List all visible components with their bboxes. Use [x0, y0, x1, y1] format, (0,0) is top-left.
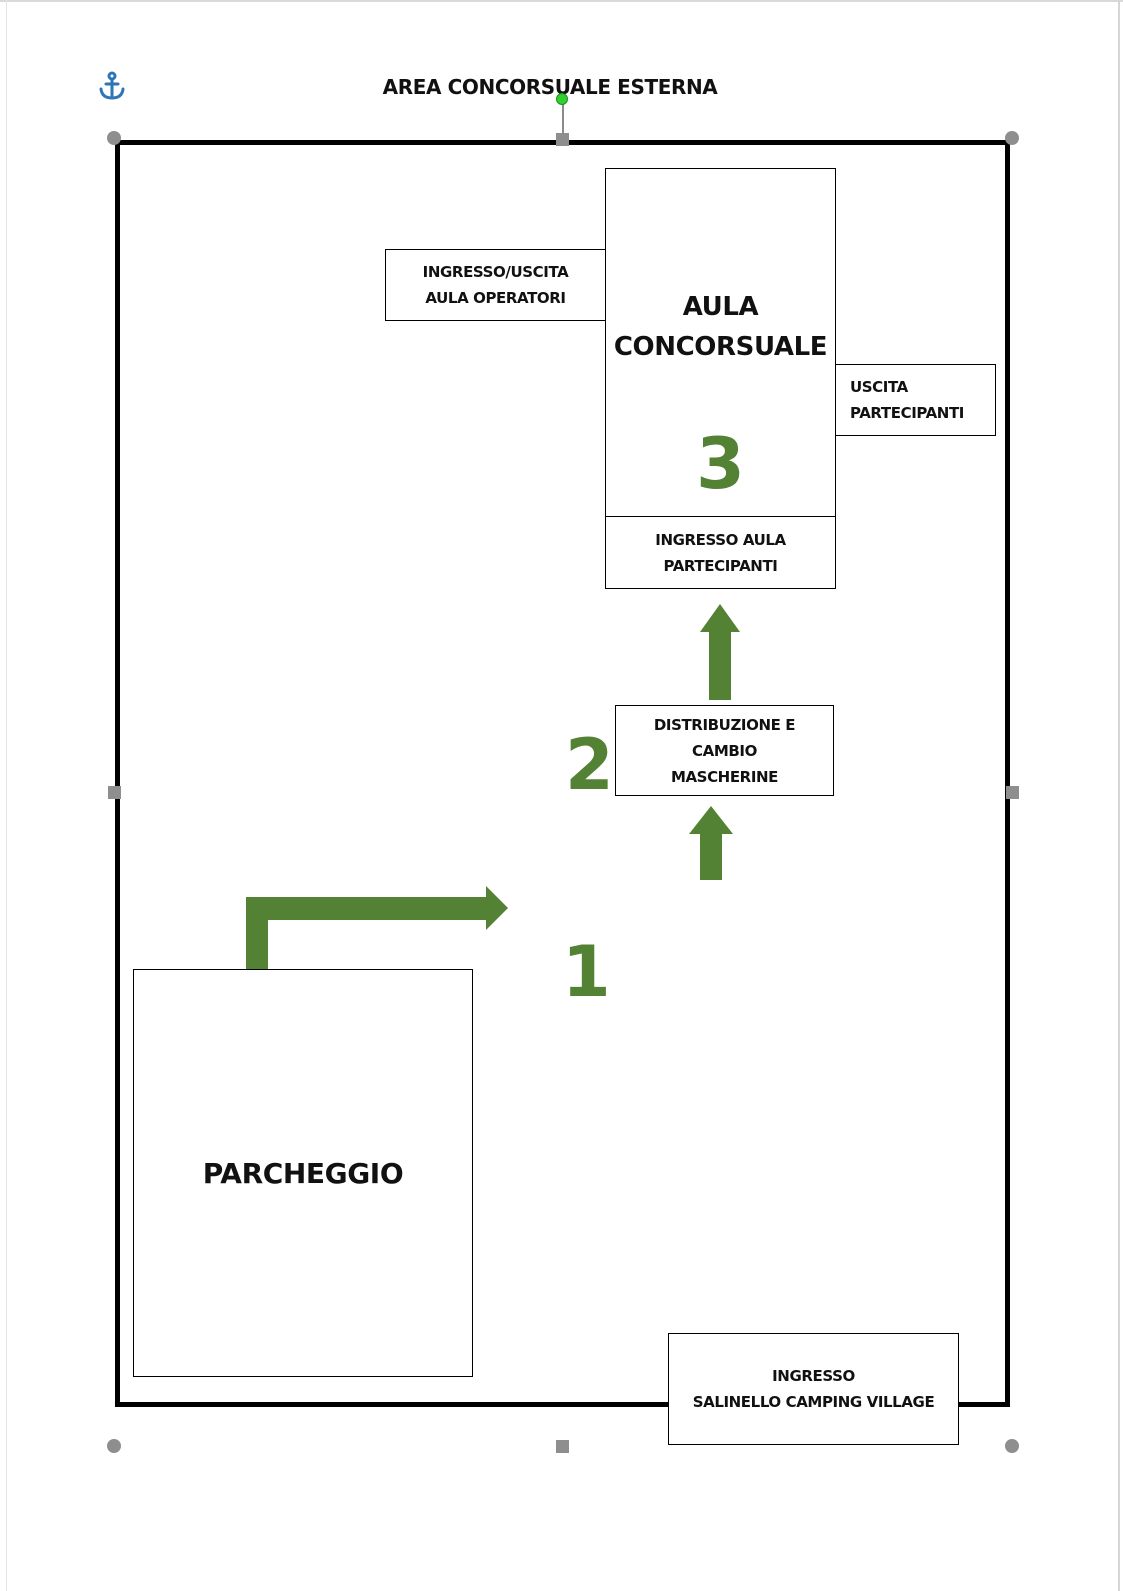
step-2-number: 2 [565, 724, 614, 806]
arrow-up-to-aula [700, 604, 740, 700]
page-right-edge [1118, 0, 1120, 1591]
resize-handle-top-left[interactable] [107, 131, 121, 145]
rotate-handle-stem [562, 102, 564, 140]
rotate-handle[interactable] [556, 93, 568, 105]
anchor-icon[interactable] [96, 70, 128, 102]
resize-handle-right[interactable] [1006, 786, 1019, 799]
resize-handle-top[interactable] [556, 133, 569, 146]
bent-arrow-parking-exit [246, 886, 508, 969]
distribuzione-mascherine-box[interactable]: DISTRIBUZIONE E CAMBIO MASCHERINE [615, 705, 834, 796]
ingresso-camping-box[interactable]: INGRESSO SALINELLO CAMPING VILLAGE [668, 1333, 959, 1445]
uscita-partecipanti-box[interactable]: USCITA PARTECIPANTI [835, 364, 996, 436]
resize-handle-bottom-left[interactable] [107, 1439, 121, 1453]
ingresso-aula-partecipanti-box[interactable]: INGRESSO AULA PARTECIPANTI [605, 516, 836, 589]
ingresso-uscita-operatori-box[interactable]: INGRESSO/USCITA AULA OPERATORI [385, 249, 606, 321]
page-top-edge [0, 0, 1123, 2]
diagram-title: AREA CONCORSUALE ESTERNA [382, 75, 718, 99]
arrow-up-to-distribution [689, 806, 733, 880]
resize-handle-bottom-right[interactable] [1005, 1439, 1019, 1453]
resize-handle-left[interactable] [108, 786, 121, 799]
parcheggio-box[interactable]: PARCHEGGIO [133, 969, 473, 1377]
resize-handle-top-right[interactable] [1005, 131, 1019, 145]
step-3-number: 3 [696, 423, 745, 505]
page-left-edge [6, 0, 7, 1591]
aula-concorsuale-label: AULA CONCORSUALE [613, 292, 828, 362]
resize-handle-bottom[interactable] [556, 1440, 569, 1453]
aula-concorsuale-box[interactable]: AULA CONCORSUALE 3 [605, 168, 836, 517]
step-1-number: 1 [562, 931, 611, 1013]
